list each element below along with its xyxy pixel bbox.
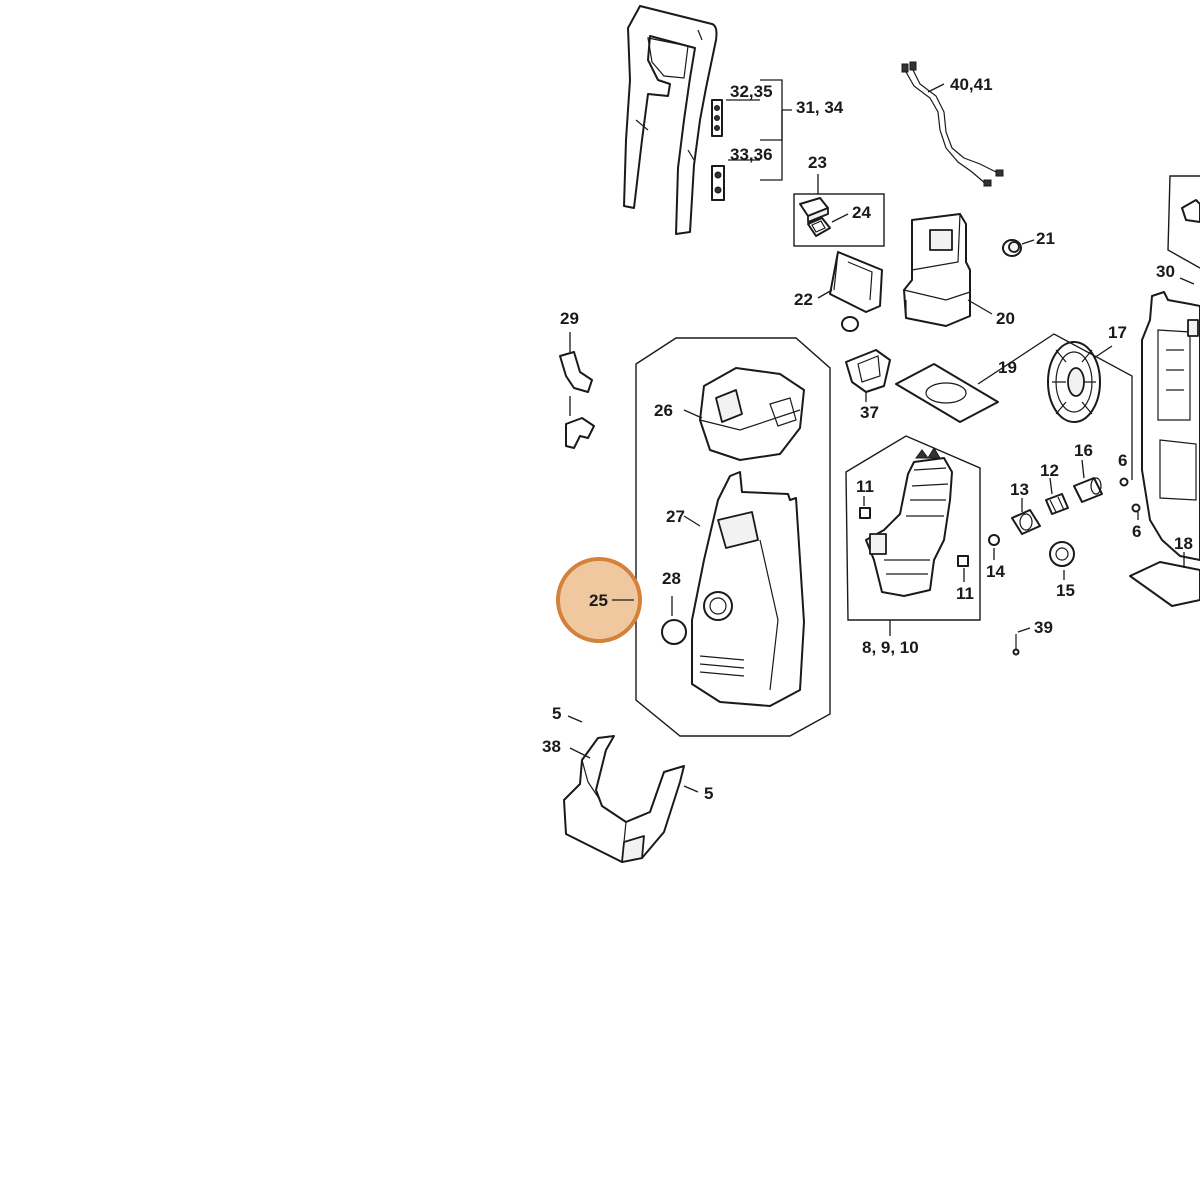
part-switch-seal[interactable]	[807, 217, 831, 237]
callout-5-left[interactable]: 5	[552, 704, 561, 723]
frame-pump	[845, 435, 981, 621]
part-hose-guide[interactable]	[845, 349, 891, 393]
lead-40-41	[927, 83, 945, 93]
lead-39	[1017, 627, 1031, 633]
part-handle-label-lower[interactable]	[711, 165, 725, 201]
callout-11-upper[interactable]: 11	[856, 477, 874, 496]
frame-23	[793, 193, 885, 247]
callout-37[interactable]: 37	[860, 403, 879, 422]
callout-8-9-10[interactable]: 8, 9, 10	[862, 638, 919, 657]
lead-17	[1093, 345, 1113, 359]
part-stand[interactable]	[563, 735, 685, 863]
callout-26[interactable]: 26	[654, 401, 673, 420]
callout-29[interactable]: 29	[560, 309, 579, 328]
part-foot-pad[interactable]	[1129, 561, 1200, 607]
part-pump-seal-left[interactable]	[859, 507, 871, 519]
part-clip-lower[interactable]	[565, 417, 595, 449]
part-base-plate[interactable]	[895, 363, 999, 423]
callout-25[interactable]: 25	[589, 591, 608, 610]
part-cable-harness[interactable]	[901, 61, 1004, 187]
highlight-ring	[556, 557, 642, 643]
frame-housing	[635, 337, 831, 737]
part-switch-housing[interactable]	[903, 213, 971, 327]
callout-24[interactable]: 24	[852, 203, 871, 222]
callout-23[interactable]: 23	[808, 153, 827, 172]
part-clip-upper[interactable]	[559, 351, 593, 393]
callout-6-upper[interactable]: 6	[1118, 451, 1127, 470]
callout-38[interactable]: 38	[542, 737, 561, 756]
part-knob[interactable]	[1002, 239, 1022, 257]
lead-24	[831, 213, 849, 223]
part-fitting-16[interactable]	[1073, 477, 1103, 503]
lead-17-19	[977, 333, 1133, 480]
part-screw-6-upper[interactable]	[1119, 477, 1129, 487]
lead-16	[1081, 459, 1085, 479]
callout-18[interactable]: 18	[1174, 534, 1193, 553]
callout-19[interactable]: 19	[998, 358, 1017, 377]
highlight-marker-25[interactable]: 25	[556, 557, 642, 643]
part-handle[interactable]	[623, 5, 718, 235]
callout-39[interactable]: 39	[1034, 618, 1053, 637]
part-front-housing[interactable]	[691, 471, 805, 707]
callout-30[interactable]: 30	[1156, 262, 1175, 281]
callout-22[interactable]: 22	[794, 290, 813, 309]
callout-31-34[interactable]: 31, 34	[796, 98, 844, 117]
part-pump-seal-right[interactable]	[957, 555, 969, 567]
callout-6-lower[interactable]: 6	[1132, 522, 1141, 541]
callout-16[interactable]: 16	[1074, 441, 1093, 460]
part-switch[interactable]	[799, 197, 829, 223]
bracket-31-34-lower	[760, 110, 783, 181]
part-plug[interactable]	[661, 619, 687, 645]
lead-21	[1021, 239, 1035, 245]
callout-14[interactable]: 14	[986, 562, 1005, 581]
callout-32-35[interactable]: 32,35	[730, 82, 773, 101]
lead-22	[817, 289, 833, 299]
lead-30	[1179, 277, 1195, 285]
part-screw-39[interactable]	[1012, 634, 1020, 656]
callout-40-41[interactable]: 40,41	[950, 75, 993, 94]
callout-11-lower[interactable]: 11	[956, 584, 974, 603]
callout-5-right[interactable]: 5	[704, 784, 713, 803]
callout-13[interactable]: 13	[1010, 480, 1029, 499]
lead-5-right	[683, 785, 699, 793]
callout-20[interactable]: 20	[996, 309, 1015, 328]
callout-12[interactable]: 12	[1040, 461, 1059, 480]
part-handle-label-upper[interactable]	[711, 99, 723, 137]
lead-27	[683, 515, 701, 527]
part-cover[interactable]	[829, 251, 883, 332]
lead-5-left	[567, 715, 583, 723]
part-chassis-fragment-top[interactable]	[1167, 175, 1200, 269]
part-fitting-12[interactable]	[1045, 493, 1069, 515]
callout-27[interactable]: 27	[666, 507, 685, 526]
part-fitting-15[interactable]	[1049, 541, 1075, 567]
callout-28[interactable]: 28	[662, 569, 681, 588]
lead-38	[569, 747, 591, 759]
part-fitting-14[interactable]	[988, 534, 1000, 546]
part-screw-6-lower[interactable]	[1131, 503, 1141, 513]
part-chassis[interactable]	[1141, 291, 1200, 561]
callout-33-36[interactable]: 33,36	[730, 145, 773, 164]
callout-15[interactable]: 15	[1056, 581, 1075, 600]
lead-20	[967, 299, 993, 315]
callout-21[interactable]: 21	[1036, 229, 1055, 248]
part-top-cover[interactable]	[699, 367, 805, 461]
callout-17[interactable]: 17	[1108, 323, 1127, 342]
lead-26	[683, 409, 703, 419]
part-wheel[interactable]	[1047, 341, 1101, 423]
part-pump-motor[interactable]	[865, 447, 953, 597]
lead-12	[1049, 477, 1053, 495]
part-fitting-13[interactable]	[1011, 509, 1041, 535]
